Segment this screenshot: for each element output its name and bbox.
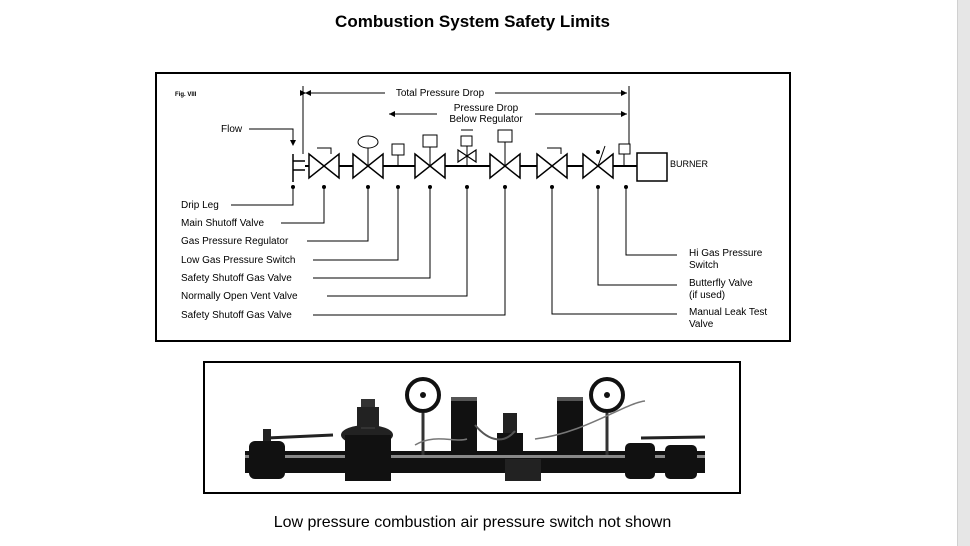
page-title: Combustion System Safety Limits	[335, 12, 610, 31]
label-main-shutoff-valve: Main Shutoff Valve	[181, 218, 264, 229]
label-safety-shutoff-valve-2: Safety Shutoff Gas Valve	[181, 310, 292, 321]
caption: Low pressure combustion air pressure swi…	[273, 514, 672, 531]
flow-label: Flow	[221, 124, 243, 135]
low-gas-pressure-switch-symbol	[391, 143, 405, 166]
manual-leak-test-valve-symbol	[536, 147, 568, 180]
label-butterfly-valve-1: Butterfly Valve	[689, 278, 753, 289]
label-normally-open-vent-valve: Normally Open Vent Valve	[181, 291, 298, 302]
total-pressure-drop-label: Total Pressure Drop	[396, 88, 485, 99]
normally-open-vent-valve-symbol	[457, 129, 477, 166]
gas-train-photo	[203, 361, 741, 494]
safety-shutoff-valve-1-symbol	[414, 134, 446, 180]
label-safety-shutoff-valve-1: Safety Shutoff Gas Valve	[181, 273, 292, 284]
label-manual-leak-test-2: Valve	[689, 319, 714, 330]
safety-shutoff-valve-2-symbol	[489, 129, 521, 180]
label-low-gas-pressure-switch: Low Gas Pressure Switch	[181, 255, 296, 266]
scrollbar[interactable]	[957, 0, 970, 546]
burner-box	[636, 152, 668, 182]
gas-train-diagram: Fig. VIII Total Pressure Drop Pressure D…	[155, 72, 791, 342]
burner-label: BURNER	[670, 159, 709, 169]
fig-label: Fig. VIII	[175, 92, 197, 98]
label-hi-gas-switch-2: Switch	[689, 260, 718, 271]
label-manual-leak-test-1: Manual Leak Test	[689, 307, 767, 318]
gas-pressure-regulator-symbol	[352, 135, 384, 180]
pressure-drop-label-2: Below Regulator	[449, 114, 523, 125]
hi-gas-pressure-switch-symbol	[618, 143, 631, 166]
main-shutoff-valve-symbol	[308, 147, 340, 180]
pressure-drop-label-1: Pressure Drop	[454, 103, 519, 114]
label-drip-leg: Drip Leg	[181, 200, 219, 211]
label-gas-pressure-regulator: Gas Pressure Regulator	[181, 236, 289, 247]
label-butterfly-valve-2: (if used)	[689, 290, 725, 301]
label-hi-gas-switch-1: Hi Gas Pressure	[689, 248, 763, 259]
butterfly-valve-symbol	[582, 145, 614, 180]
